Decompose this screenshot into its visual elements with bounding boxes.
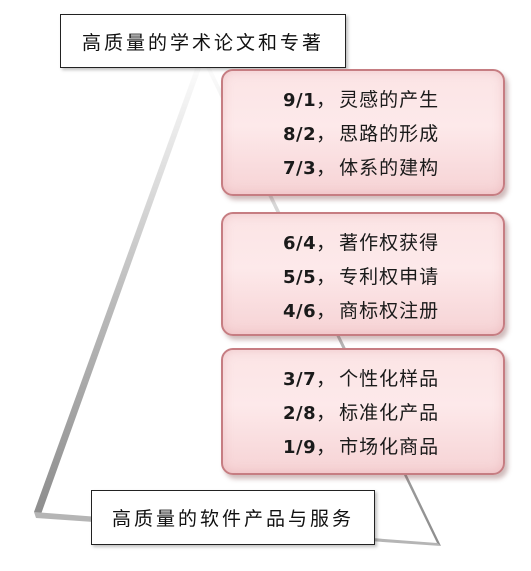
item-text: 商标权注册 bbox=[339, 300, 440, 322]
panel-item: 6/4，著作权获得 bbox=[283, 228, 503, 262]
item-separator: ， bbox=[316, 436, 336, 458]
item-separator: ， bbox=[316, 157, 336, 179]
panel-ip: 6/4，著作权获得 5/5，专利权申请 4/6，商标权注册 bbox=[221, 212, 505, 336]
top-label-box: 高质量的学术论文和专著 bbox=[60, 14, 346, 68]
item-text: 市场化商品 bbox=[339, 436, 440, 458]
panel-item: 3/7，个性化样品 bbox=[283, 364, 503, 398]
item-ratio: 4/6 bbox=[283, 301, 317, 322]
item-ratio: 3/7 bbox=[283, 369, 317, 390]
item-ratio: 1/9 bbox=[283, 437, 317, 458]
panel-item: 8/2，思路的形成 bbox=[283, 119, 503, 153]
panel-item: 1/9，市场化商品 bbox=[283, 432, 503, 466]
item-separator: ， bbox=[316, 300, 336, 322]
top-label-text: 高质量的学术论文和专著 bbox=[81, 31, 324, 54]
item-text: 标准化产品 bbox=[339, 402, 440, 424]
panel-research: 9/1，灵感的产生 8/2，思路的形成 7/3，体系的建构 bbox=[221, 69, 505, 196]
item-separator: ， bbox=[316, 368, 336, 390]
bottom-label-box: 高质量的软件产品与服务 bbox=[91, 490, 375, 545]
item-separator: ， bbox=[316, 89, 336, 111]
bottom-label-text: 高质量的软件产品与服务 bbox=[111, 508, 354, 530]
item-separator: ， bbox=[316, 266, 336, 288]
panel-item: 9/1，灵感的产生 bbox=[283, 85, 503, 119]
item-text: 著作权获得 bbox=[339, 232, 440, 254]
item-ratio: 5/5 bbox=[283, 267, 317, 288]
item-ratio: 9/1 bbox=[283, 90, 317, 111]
item-ratio: 6/4 bbox=[283, 233, 317, 254]
panel-product: 3/7，个性化样品 2/8，标准化产品 1/9，市场化商品 bbox=[221, 348, 505, 475]
item-separator: ， bbox=[316, 402, 336, 424]
item-ratio: 2/8 bbox=[283, 403, 317, 424]
item-ratio: 8/2 bbox=[283, 124, 317, 145]
panel-item: 4/6，商标权注册 bbox=[283, 296, 503, 330]
triangle-left-edge bbox=[34, 55, 204, 517]
item-separator: ， bbox=[316, 123, 336, 145]
item-separator: ， bbox=[316, 232, 336, 254]
item-text: 灵感的产生 bbox=[339, 89, 440, 111]
panel-item: 7/3，体系的建构 bbox=[283, 153, 503, 187]
item-text: 专利权申请 bbox=[339, 266, 440, 288]
item-text: 个性化样品 bbox=[339, 368, 440, 390]
item-ratio: 7/3 bbox=[283, 158, 317, 179]
panel-item: 2/8，标准化产品 bbox=[283, 398, 503, 432]
item-text: 思路的形成 bbox=[339, 123, 440, 145]
item-text: 体系的建构 bbox=[339, 157, 440, 179]
panel-item: 5/5，专利权申请 bbox=[283, 262, 503, 296]
